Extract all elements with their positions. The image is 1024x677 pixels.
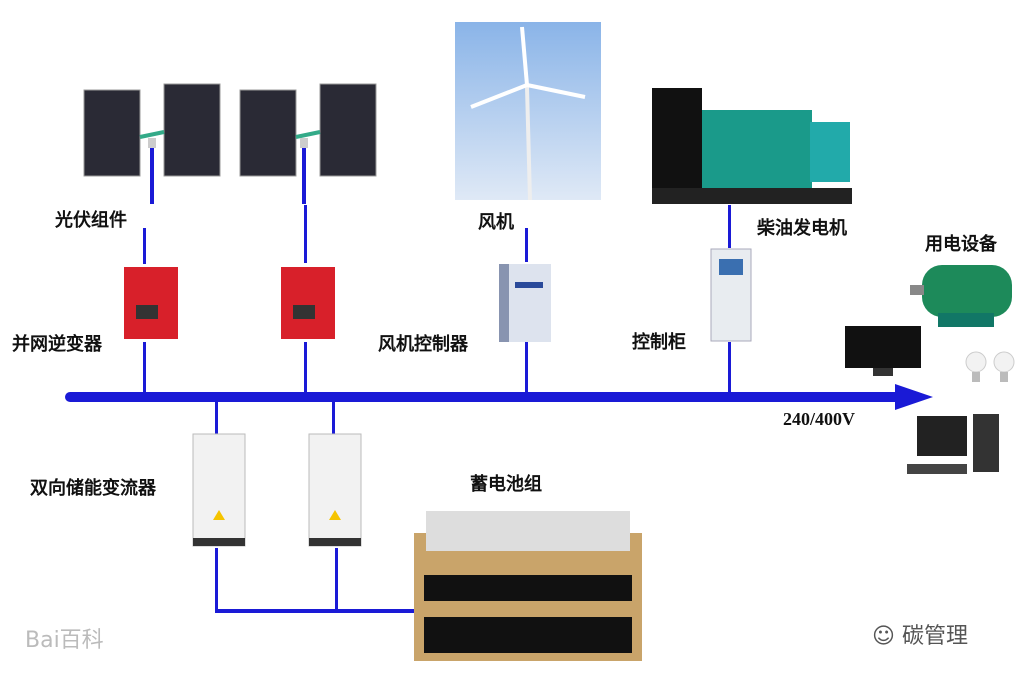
bidirectional-converter-icon	[308, 433, 362, 547]
motor-icon	[910, 265, 1012, 327]
label-control-cabinet: 控制柜	[632, 332, 686, 353]
label-wind: 风机	[478, 212, 514, 233]
solar-panel-icon	[239, 83, 377, 204]
label-pv: 光伏组件	[55, 210, 127, 231]
connector	[728, 205, 731, 248]
grid-inverter-icon	[281, 267, 335, 339]
bidirectional-converter-icon	[192, 433, 246, 547]
connector	[215, 548, 218, 612]
connector	[332, 400, 335, 434]
label-battery: 蓄电池组	[470, 474, 542, 495]
computer-icon	[907, 414, 999, 474]
control-cabinet-icon	[710, 248, 752, 342]
solar-panel-icon	[83, 83, 221, 204]
connector	[525, 228, 528, 262]
connector	[143, 228, 146, 264]
connector	[728, 342, 731, 394]
label-pcs: 双向储能变流器	[30, 478, 156, 499]
baidu-watermark: Bai百科	[25, 628, 104, 653]
battery-bank-icon	[414, 511, 642, 661]
wechat-account-name: 碳管理	[901, 624, 968, 649]
tv-icon	[845, 326, 921, 376]
bus-arrow-head	[895, 384, 933, 410]
wind-controller-icon	[499, 264, 551, 342]
connector	[143, 342, 146, 394]
connector	[215, 400, 218, 434]
wind-turbine-icon	[455, 22, 601, 200]
label-voltage: 240/400V	[783, 409, 855, 429]
wechat-icon: ☺	[872, 624, 895, 649]
connector	[304, 342, 307, 394]
light-bulb-icon	[965, 351, 1015, 382]
label-loads: 用电设备	[925, 234, 997, 255]
label-diesel: 柴油发电机	[757, 218, 847, 239]
wechat-watermark: ☺ 碳管理	[872, 618, 968, 650]
connector	[215, 609, 420, 613]
label-grid-inverter: 并网逆变器	[12, 334, 102, 355]
grid-inverter-icon	[124, 267, 178, 339]
diesel-generator-icon	[652, 88, 852, 204]
connector	[525, 342, 528, 394]
label-wind-controller: 风机控制器	[378, 334, 468, 355]
connector	[304, 205, 307, 263]
ac-bus-line	[65, 392, 905, 402]
connector	[335, 548, 338, 612]
